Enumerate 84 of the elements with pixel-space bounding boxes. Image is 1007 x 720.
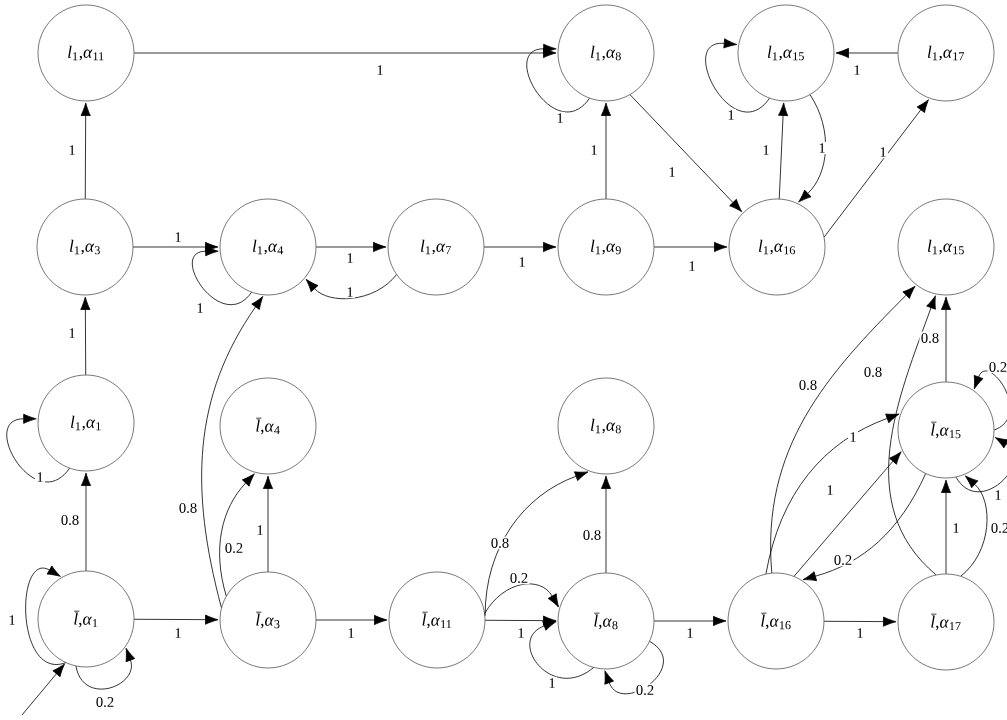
edge-label: 0.8: [177, 501, 199, 515]
edge-label: 1: [555, 111, 565, 125]
arrow: [80, 296, 91, 376]
arrow: [219, 473, 255, 597]
edge-label: 0.2: [832, 553, 854, 567]
arrow: [526, 43, 590, 113]
arrow: [600, 475, 612, 574]
arrow: [191, 246, 252, 305]
edge-label: 1: [67, 326, 77, 340]
edge-label: 1: [547, 676, 557, 690]
edge-label: 0.2: [508, 571, 530, 585]
edge-label: 1: [687, 259, 697, 273]
edge-label: 0.2: [634, 683, 656, 697]
arrow: [604, 641, 664, 695]
edge-label: 1: [855, 626, 865, 640]
arrow: [315, 614, 388, 626]
arrow: [600, 102, 612, 200]
arrow: [940, 479, 952, 575]
edge-label: 1: [878, 145, 888, 159]
edge-label: 1: [7, 613, 17, 627]
arrow: [629, 94, 743, 213]
arrow: [484, 583, 559, 614]
edge-label: 1: [517, 255, 527, 269]
arrow: [960, 475, 988, 577]
arrow: [802, 473, 926, 582]
edge-label: 1: [345, 285, 355, 299]
arrow: [80, 102, 91, 200]
edge-label: 1: [195, 301, 205, 315]
edge-label: 1: [35, 470, 45, 484]
arrow: [765, 413, 900, 575]
arrow: [823, 616, 897, 627]
arrow: [201, 296, 264, 608]
arrow: [653, 615, 727, 627]
edge-label: 1: [993, 488, 1003, 502]
arrow: [823, 99, 929, 238]
arrow: [262, 475, 274, 573]
edge-label: 1: [825, 483, 835, 497]
arrow: [21, 663, 65, 716]
arrow: [973, 370, 1007, 431]
arrow: [705, 38, 770, 113]
edge-label: 1: [346, 626, 356, 640]
edge-label: 1: [589, 143, 599, 157]
edge-label: 1: [345, 251, 355, 265]
arrow: [315, 241, 387, 253]
edge-label: 1: [852, 63, 862, 77]
edge-label: 0.8: [797, 378, 819, 392]
arrow: [770, 285, 916, 574]
edge-label: 0.8: [59, 513, 81, 527]
edge-label: 1: [667, 165, 677, 179]
edge-label: 1: [817, 141, 827, 155]
arrow: [305, 274, 397, 300]
arrow: [25, 565, 66, 665]
edge-label: 0.2: [223, 541, 245, 555]
arrow: [653, 241, 728, 253]
arrow: [483, 241, 557, 253]
edge-label: 1: [255, 523, 265, 537]
edge-label: 1: [516, 626, 526, 640]
edge-label: 1: [761, 143, 771, 157]
arrow: [80, 472, 92, 572]
edge-label: 0.8: [581, 528, 603, 542]
edge-label: 0.2: [94, 695, 116, 709]
edge-label: 0.8: [919, 331, 941, 345]
edge-label: 1: [375, 63, 385, 77]
edge-label: 0.8: [489, 536, 511, 550]
arrow: [798, 94, 826, 203]
arrow: [75, 647, 136, 690]
edge-label: 0.8: [862, 365, 884, 379]
arrow: [484, 471, 589, 617]
arrow: [888, 295, 937, 576]
edge-label: 1: [67, 143, 77, 157]
arrow: [6, 413, 70, 483]
arrow: [940, 296, 952, 383]
edge-label: 1: [685, 626, 695, 640]
edge-label: 0.2: [987, 360, 1007, 374]
edge-label: 1: [951, 521, 961, 535]
edge-label: 1: [173, 230, 183, 244]
arrow: [778, 102, 789, 200]
arrow: [835, 47, 899, 59]
edge-label: 1: [848, 430, 858, 444]
edge-label: 1: [173, 626, 183, 640]
arrow: [133, 614, 219, 625]
edge-label: 1: [726, 108, 736, 122]
arrow: [793, 451, 902, 577]
arrow: [529, 621, 594, 679]
